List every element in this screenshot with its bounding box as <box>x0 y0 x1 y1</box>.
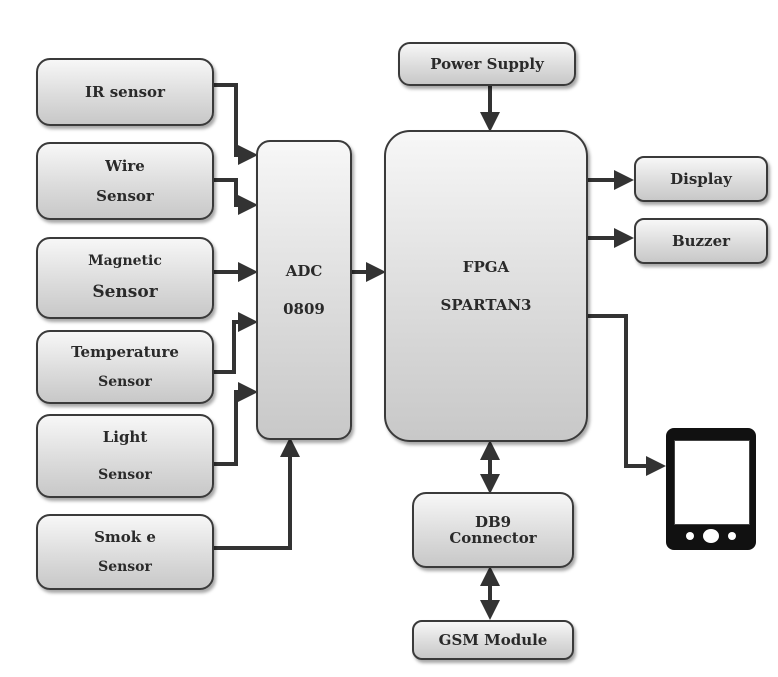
magnetic-sensor-label-2: Sensor <box>92 282 158 303</box>
temperature-sensor-block: Temperature Sensor <box>36 330 214 404</box>
magnetic-sensor-block: Magnetic Sensor <box>36 237 214 319</box>
wire-temperature-to-adc <box>212 312 258 374</box>
wire-light-to-adc <box>212 382 258 466</box>
display-block: Display <box>634 156 768 202</box>
wire-sensor-label-1: Wire <box>105 156 145 175</box>
adc-label-2: 0809 <box>283 300 325 318</box>
db9-connector-block: DB9 Connector <box>412 492 574 568</box>
phone-button-right <box>728 532 736 540</box>
smoke-sensor-block: Smok e Sensor <box>36 514 214 590</box>
light-sensor-label-2: Sensor <box>98 466 152 483</box>
smoke-sensor-label-1: Smok e <box>94 528 156 547</box>
wire-ir-to-adc <box>212 83 258 165</box>
magnetic-sensor-label-1: Magnetic <box>88 252 162 269</box>
fpga-block: FPGA SPARTAN3 <box>384 130 588 442</box>
gsm-module-label: GSM Module <box>438 630 548 649</box>
phone-button-left <box>686 532 694 540</box>
temperature-sensor-label-2: Sensor <box>98 373 152 390</box>
fpga-label-1: FPGA <box>462 257 510 276</box>
light-sensor-label-1: Light <box>102 428 148 447</box>
wire-fpga-to-phone <box>586 314 666 476</box>
buzzer-block: Buzzer <box>634 218 768 264</box>
gsm-module-block: GSM Module <box>412 620 574 660</box>
ir-sensor-block: IR sensor <box>36 58 214 126</box>
temperature-sensor-label-1: Temperature <box>71 343 179 362</box>
db9-label-2: Connector <box>449 529 537 547</box>
power-supply-block: Power Supply <box>398 42 576 86</box>
mobile-phone-icon <box>666 428 756 550</box>
wire-sensor-block: Wire Sensor <box>36 142 214 220</box>
light-sensor-block: Light Sensor <box>36 414 214 498</box>
buzzer-label: Buzzer <box>671 231 731 250</box>
adc-block: ADC 0809 <box>256 140 352 440</box>
db9-label-1: DB9 <box>474 512 512 531</box>
wire-sensor-label-2: Sensor <box>96 187 154 205</box>
smoke-sensor-label-2: Sensor <box>98 558 152 575</box>
fpga-label-2: SPARTAN3 <box>440 296 532 314</box>
ir-sensor-label: IR sensor <box>85 82 165 101</box>
wire-wire-to-adc <box>212 178 258 215</box>
phone-screen <box>674 440 750 525</box>
adc-label-1: ADC <box>285 261 323 280</box>
power-supply-label: Power Supply <box>430 54 544 73</box>
phone-home-button <box>703 529 719 543</box>
wire-smoke-to-adc <box>212 437 300 550</box>
display-label: Display <box>670 169 732 188</box>
